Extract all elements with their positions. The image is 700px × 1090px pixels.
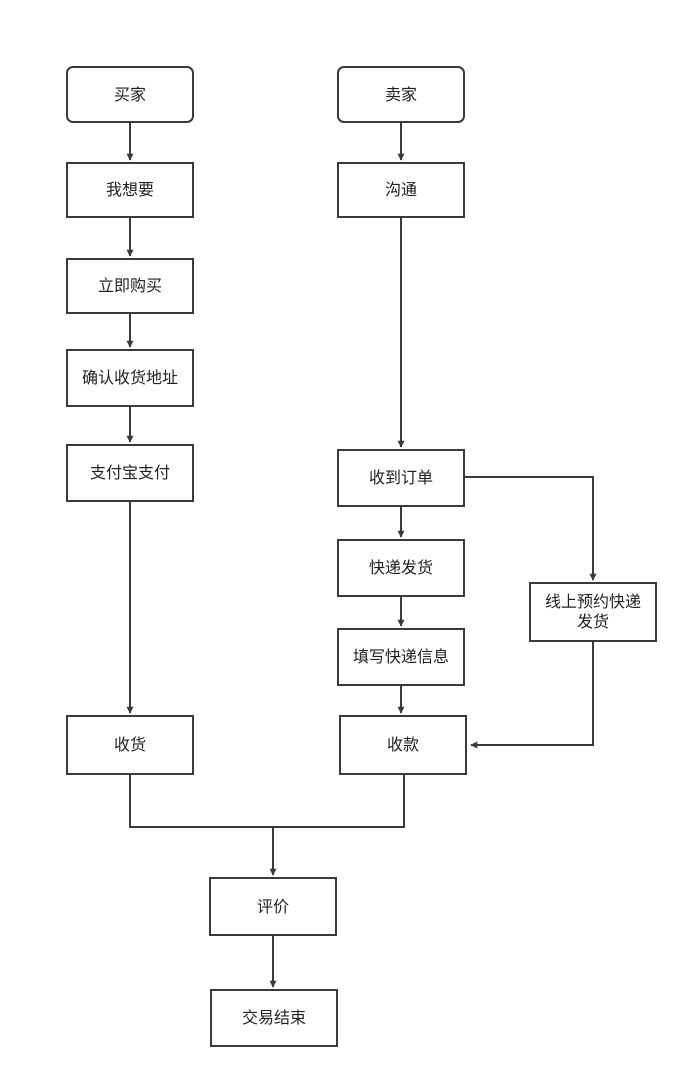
edge-receive-goods-merge — [129, 775, 405, 828]
node-online-booking: 线上预约快递发货 — [529, 582, 657, 642]
node-receive-order: 收到订单 — [337, 449, 465, 507]
node-fill-express-info: 填写快递信息 — [337, 628, 465, 686]
node-communicate: 沟通 — [337, 162, 465, 218]
node-buyer: 买家 — [66, 66, 194, 123]
edge-online-booking-receive-payment — [470, 642, 594, 749]
node-want: 我想要 — [66, 162, 194, 218]
node-seller: 卖家 — [337, 66, 465, 123]
node-review: 评价 — [209, 877, 337, 936]
node-receive-goods: 收货 — [66, 715, 194, 775]
node-express-ship: 快递发货 — [337, 539, 465, 597]
node-alipay: 支付宝支付 — [66, 444, 194, 502]
node-receive-payment: 收款 — [339, 715, 467, 775]
node-trade-end: 交易结束 — [210, 989, 338, 1047]
node-confirm-address: 确认收货地址 — [66, 349, 194, 407]
node-buy-now: 立即购买 — [66, 258, 194, 314]
edge-receive-order-online-booking — [465, 476, 597, 581]
